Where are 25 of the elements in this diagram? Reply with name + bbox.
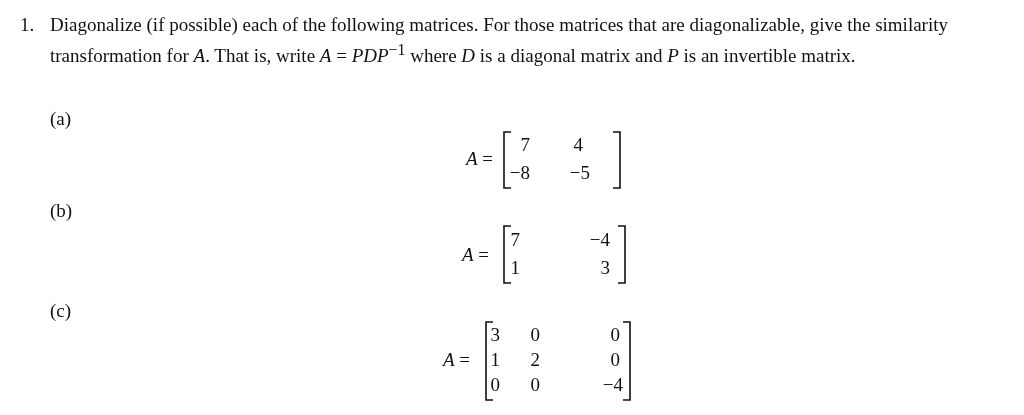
- matrix-entry: 2: [529, 348, 540, 372]
- matrix-entry: −5: [568, 161, 590, 185]
- matrix-entry: 0: [609, 348, 620, 372]
- matrix-entry: 7: [519, 133, 530, 157]
- matrix-entry: 7: [509, 228, 520, 252]
- matrix-entry: −4: [588, 228, 610, 252]
- matrix-entry: 1: [509, 256, 520, 280]
- matrix-entry: −4: [601, 373, 623, 397]
- matrix-entry: 0: [529, 323, 540, 347]
- question-text: Diagonalize (if possible) each of the following matrices. For those matrices that are diagonalizable, give the similarity transformation for A. That is, write A = PDP$^{−1}$ where D is a diagonal matrix and P is an invertible matrix.: [50, 13, 949, 69]
- part-label: (b): [50, 199, 73, 223]
- matrix-entry: 0: [489, 373, 500, 397]
- matrix-entry: 1: [489, 348, 500, 372]
- matrix-entry: 3: [599, 256, 610, 280]
- matrix-entry: 3: [489, 323, 500, 347]
- question-number: 1.: [20, 13, 35, 37]
- matrix-equation-label: A =: [443, 348, 471, 372]
- matrix-equation-label: A =: [466, 147, 494, 171]
- part-label: (a): [50, 107, 72, 131]
- part-label: (c): [50, 299, 72, 323]
- matrix-entry: −8: [508, 161, 530, 185]
- matrix-equation-label: A =: [462, 243, 490, 267]
- matrix-entry: 4: [572, 133, 583, 157]
- matrix-entry: 0: [529, 373, 540, 397]
- matrix-entry: 0: [609, 323, 620, 347]
